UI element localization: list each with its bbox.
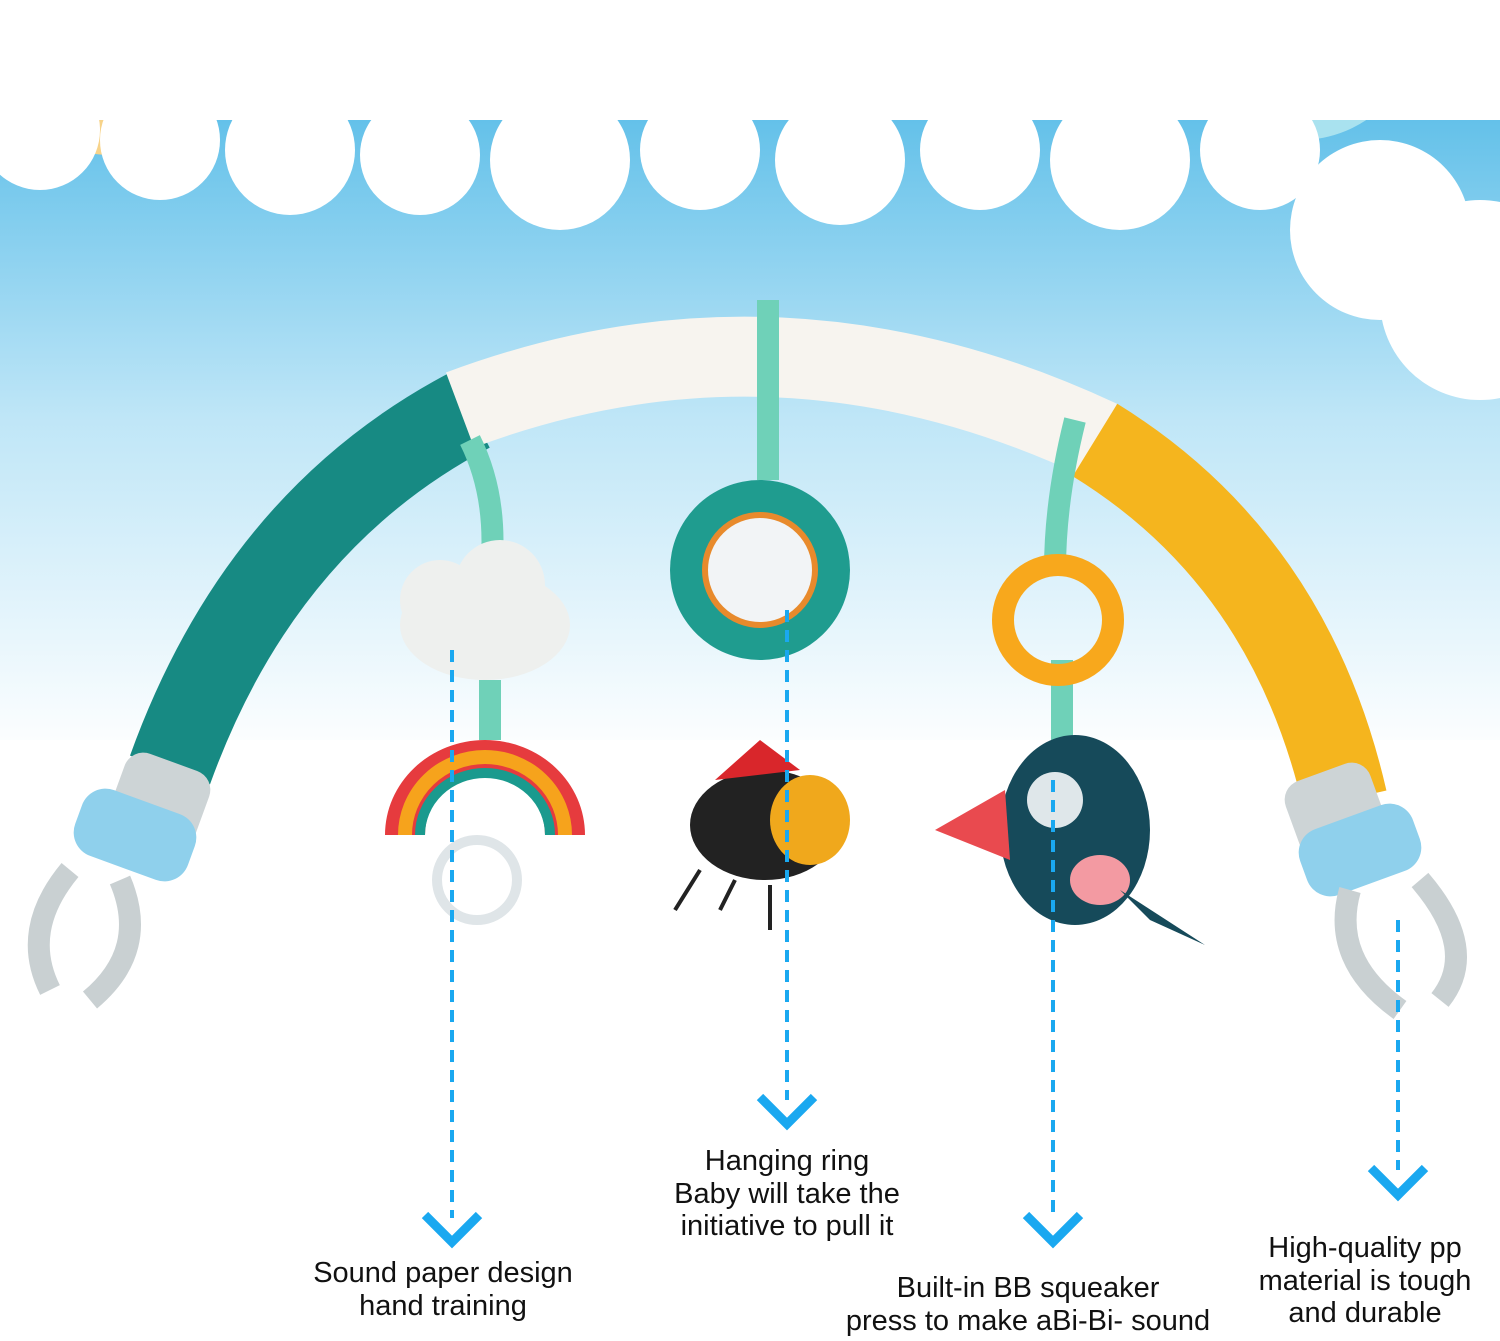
rainbow-rattle bbox=[385, 740, 585, 925]
callout-line-text: material is tough bbox=[1258, 1264, 1472, 1297]
chevron-down-icon bbox=[421, 1211, 483, 1249]
callout-line-text: Hanging ring bbox=[704, 1145, 870, 1177]
callout-line-text: Built-in BB squeaker bbox=[896, 1272, 1160, 1304]
teether-ring bbox=[992, 554, 1124, 686]
callout-sound-paper: Sound paper design hand training bbox=[313, 1257, 573, 1322]
cloud-toy bbox=[400, 540, 570, 680]
callout-pp-material: High-quality pp material is tough and du… bbox=[1259, 1232, 1472, 1330]
chevron-down-icon bbox=[1022, 1211, 1084, 1249]
callout-line-text: press to make aBi-Bi- sound bbox=[845, 1304, 1211, 1337]
callout-bb-squeaker: Built-in BB squeaker press to make aBi-B… bbox=[846, 1272, 1210, 1337]
bee-toy bbox=[673, 740, 850, 930]
arch-bar bbox=[130, 316, 1387, 810]
callout-line-text: initiative to pull it bbox=[680, 1210, 894, 1242]
callout-line-text: Sound paper design bbox=[313, 1257, 573, 1289]
callout-line-text: Baby will take the bbox=[674, 1177, 900, 1210]
callout-line-text: High-quality pp bbox=[1268, 1232, 1462, 1264]
callout-hanging-ring: Hanging ring Baby will take the initiati… bbox=[674, 1145, 900, 1243]
clouds bbox=[0, 0, 1500, 400]
chevron-down-icon bbox=[756, 1093, 818, 1131]
callout-lines bbox=[450, 610, 1400, 1218]
toucan-toy bbox=[935, 735, 1205, 945]
arch-clip-right bbox=[1284, 762, 1467, 1019]
chevron-down-icon bbox=[1367, 1164, 1429, 1202]
callout-line-text: hand training bbox=[359, 1289, 527, 1322]
mirror-star-toy bbox=[670, 480, 850, 660]
callout-line-text: and durable bbox=[1288, 1297, 1442, 1329]
arch-clip-left bbox=[27, 752, 211, 1009]
